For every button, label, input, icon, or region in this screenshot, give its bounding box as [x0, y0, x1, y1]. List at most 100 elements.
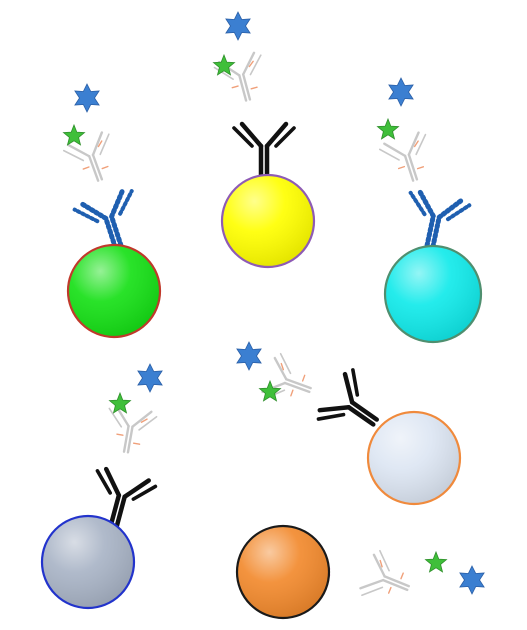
detect-light-left — [62, 149, 85, 162]
detect-heavy-chain — [383, 575, 410, 588]
detect-light-left — [213, 66, 234, 80]
detect-heavy-chain — [381, 578, 409, 592]
hinge-mark — [101, 165, 109, 170]
fab-heavy-chain-right — [436, 197, 465, 220]
detect-light-right — [138, 415, 158, 431]
detect-heavy-chain — [407, 153, 419, 181]
bead-orange-assembly — [235, 524, 485, 620]
detect-heavy-chain — [126, 425, 134, 454]
detect-heavy-chain — [403, 154, 415, 182]
bead-yellow-assembly — [212, 11, 316, 269]
blue-star-fluorophore-icon — [74, 83, 100, 113]
hinge-mark — [290, 389, 294, 397]
detect-heavy-chain — [285, 378, 312, 390]
fc-heavy-chain — [103, 215, 118, 250]
detect-heavy-chain — [242, 73, 252, 101]
hinge-mark — [301, 374, 306, 382]
fab-light-chain-left — [316, 412, 346, 421]
hinge-mark — [379, 559, 383, 568]
fc-heavy-chain — [109, 214, 124, 248]
detect-light-right — [415, 133, 427, 156]
hinge-mark — [116, 433, 124, 436]
detect-fab-right — [242, 51, 256, 76]
detect-heavy-chain — [283, 381, 311, 394]
fab-light-chain-left — [232, 126, 254, 148]
hinge-mark — [82, 166, 90, 170]
detect-light-left — [361, 586, 384, 597]
bead-highlight — [369, 413, 459, 503]
fab-light-chain-left — [72, 207, 100, 224]
bead-highlight — [238, 527, 328, 617]
bead-highlight — [69, 246, 159, 336]
green-star-label-icon — [376, 117, 400, 140]
bead-green-assembly — [62, 83, 162, 339]
hinge-mark — [140, 418, 148, 423]
fc-heavy-chain — [349, 400, 379, 422]
detect-heavy-chain — [122, 424, 130, 453]
capture-antibody — [95, 466, 158, 529]
detect-fab-left — [359, 578, 385, 590]
bead-highlight — [386, 247, 480, 341]
detection-antibody — [379, 131, 427, 182]
detect-light-left — [379, 148, 400, 161]
fab-light-chain-right — [445, 203, 472, 222]
fc-heavy-chain — [114, 494, 127, 529]
fab-heavy-chain-left — [103, 466, 122, 498]
green-star-label-icon — [108, 391, 132, 414]
detect-fab-right — [91, 131, 104, 157]
hinge-mark — [416, 166, 425, 170]
fc-heavy-chain — [424, 213, 436, 248]
bead-highlight — [223, 176, 313, 266]
hinge-mark — [248, 60, 254, 68]
fab-light-chain-left — [95, 469, 112, 495]
detect-fab-right — [372, 553, 386, 578]
detect-fab-right — [407, 131, 420, 156]
detection-antibody — [213, 51, 262, 102]
blue-star-fluorophore-icon — [459, 565, 485, 595]
fab-heavy-chain-left — [78, 200, 109, 221]
detect-heavy-chain — [91, 153, 104, 181]
fc-heavy-chain — [346, 405, 376, 427]
green-star-label-icon — [62, 123, 86, 146]
capture-antibody — [72, 187, 134, 250]
fab-heavy-chain-right — [109, 187, 126, 220]
detect-heavy-chain — [88, 155, 100, 182]
bead-highlight — [43, 517, 133, 607]
capture-antibody — [316, 368, 379, 427]
fab-heavy-chain-right — [342, 371, 355, 405]
hinge-mark — [280, 362, 285, 371]
detect-fab-right — [131, 410, 153, 428]
detect-light-right — [249, 54, 262, 76]
green-star-label-icon — [258, 379, 282, 402]
fc-heavy-chain — [108, 492, 122, 527]
hinge-mark — [231, 85, 239, 89]
fab-light-chain-right — [118, 189, 134, 216]
capture-antibody — [232, 121, 296, 179]
blue-star-fluorophore-icon — [388, 77, 414, 107]
bead-cyan-assembly — [376, 77, 483, 344]
detect-heavy-chain — [238, 74, 248, 102]
detect-light-right — [279, 352, 292, 375]
detect-fab-left — [66, 143, 91, 158]
fab-light-chain-right — [351, 368, 360, 397]
fab-light-chain-right — [274, 126, 296, 148]
fab-heavy-chain-left — [416, 188, 436, 219]
hinge-mark — [397, 165, 406, 170]
blue-star-fluorophore-icon — [225, 11, 251, 41]
hinge-mark — [97, 140, 103, 148]
capture-antibody — [408, 188, 472, 250]
hinge-mark — [413, 140, 419, 148]
detect-light-right — [99, 133, 110, 156]
hinge-mark — [132, 442, 141, 445]
fab-light-chain-right — [131, 484, 158, 501]
fab-heavy-chain-left — [317, 405, 351, 413]
detection-antibody — [62, 131, 110, 182]
blue-star-fluorophore-icon — [137, 363, 163, 393]
fab-heavy-chain-left — [239, 121, 264, 149]
bead-pale-assembly — [236, 341, 462, 506]
detect-fab-right — [273, 356, 288, 381]
hinge-mark — [400, 572, 404, 580]
fab-light-chain-left — [408, 190, 427, 217]
